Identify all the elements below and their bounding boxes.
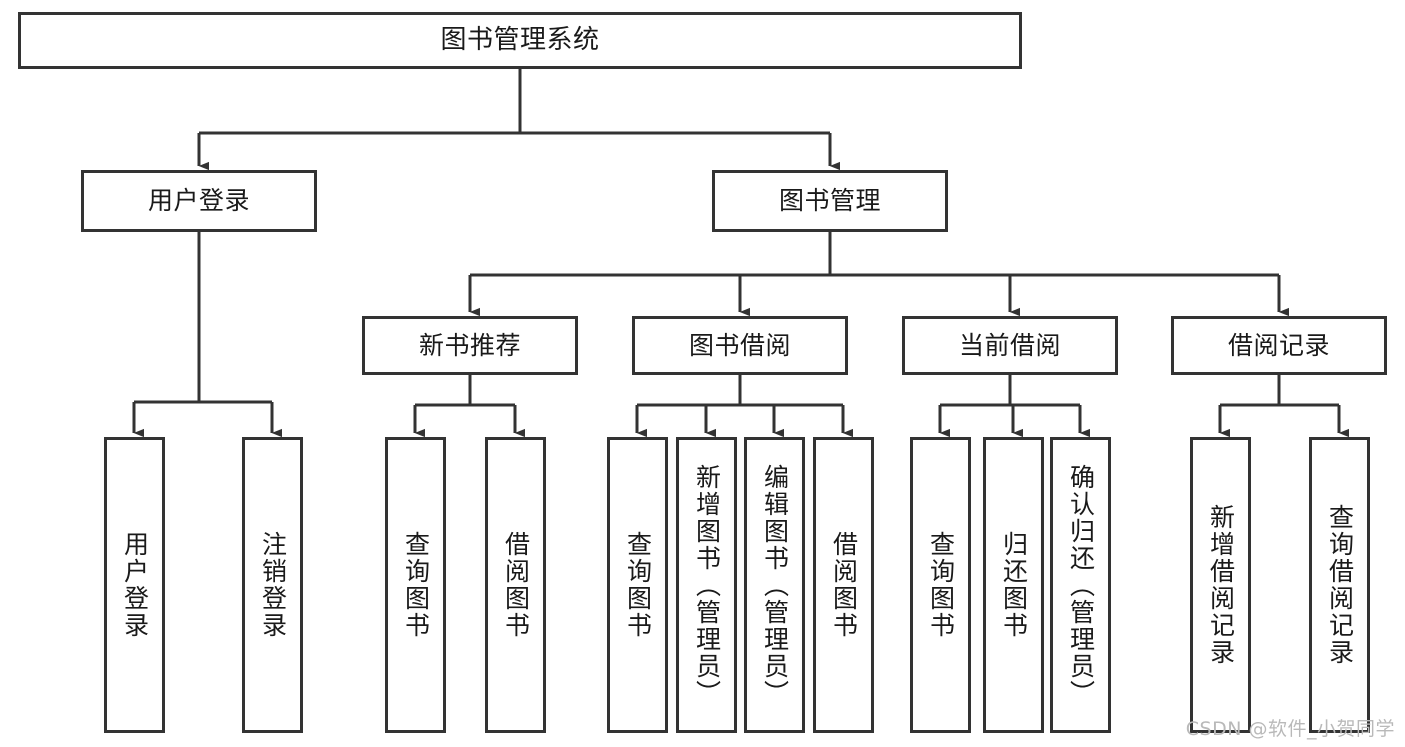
- node-leaf-borrow-book-rec-label: 借阅图书: [501, 531, 531, 639]
- node-root-label: 图书管理系统: [440, 25, 600, 56]
- node-leaf-user-logout-label: 注销登录: [258, 531, 288, 639]
- node-leaf-confirm-return-admin-label: 确认归还（管理员）: [1066, 463, 1096, 707]
- node-current-borrow-label: 当前借阅: [958, 330, 1061, 360]
- node-leaf-add-borrow-record-label: 新增借阅记录: [1206, 504, 1236, 666]
- node-leaf-borrow-book[interactable]: 借阅图书: [813, 437, 874, 733]
- node-leaf-user-login[interactable]: 用户登录: [104, 437, 165, 733]
- node-leaf-query-book-rec-label: 查询图书: [401, 531, 431, 639]
- node-book-borrow[interactable]: 图书借阅: [632, 316, 848, 375]
- node-book-manage-label: 图书管理: [778, 186, 881, 216]
- node-current-borrow[interactable]: 当前借阅: [902, 316, 1118, 375]
- node-leaf-query-borrow-record-label: 查询借阅记录: [1325, 504, 1355, 666]
- node-root[interactable]: 图书管理系统: [18, 12, 1022, 69]
- node-leaf-query-borrow-record[interactable]: 查询借阅记录: [1309, 437, 1370, 733]
- node-borrow-record-label: 借阅记录: [1227, 330, 1330, 360]
- node-user-login[interactable]: 用户登录: [81, 170, 317, 232]
- node-leaf-add-book-admin[interactable]: 新增图书（管理员）: [676, 437, 737, 733]
- node-new-book-recommend[interactable]: 新书推荐: [362, 316, 578, 375]
- node-borrow-record[interactable]: 借阅记录: [1171, 316, 1387, 375]
- node-leaf-query-book-current[interactable]: 查询图书: [910, 437, 971, 733]
- node-leaf-add-borrow-record[interactable]: 新增借阅记录: [1190, 437, 1251, 733]
- node-new-book-recommend-label: 新书推荐: [418, 330, 521, 360]
- node-book-borrow-label: 图书借阅: [688, 330, 791, 360]
- node-leaf-return-book[interactable]: 归还图书: [983, 437, 1044, 733]
- node-book-manage[interactable]: 图书管理: [712, 170, 948, 232]
- node-leaf-user-logout[interactable]: 注销登录: [242, 437, 303, 733]
- node-leaf-edit-book-admin-label: 编辑图书（管理员）: [760, 463, 790, 707]
- node-leaf-confirm-return-admin[interactable]: 确认归还（管理员）: [1050, 437, 1111, 733]
- node-leaf-return-book-label: 归还图书: [999, 531, 1029, 639]
- node-leaf-query-book-rec[interactable]: 查询图书: [385, 437, 446, 733]
- node-user-login-label: 用户登录: [147, 186, 250, 216]
- node-leaf-user-login-label: 用户登录: [120, 531, 150, 639]
- node-leaf-add-book-admin-label: 新增图书（管理员）: [692, 463, 722, 707]
- node-leaf-borrow-book-rec[interactable]: 借阅图书: [485, 437, 546, 733]
- node-leaf-borrow-book-label: 借阅图书: [829, 531, 859, 639]
- node-leaf-query-book-borrow[interactable]: 查询图书: [607, 437, 668, 733]
- node-leaf-query-book-current-label: 查询图书: [926, 531, 956, 639]
- node-leaf-edit-book-admin[interactable]: 编辑图书（管理员）: [744, 437, 805, 733]
- node-leaf-query-book-borrow-label: 查询图书: [623, 531, 653, 639]
